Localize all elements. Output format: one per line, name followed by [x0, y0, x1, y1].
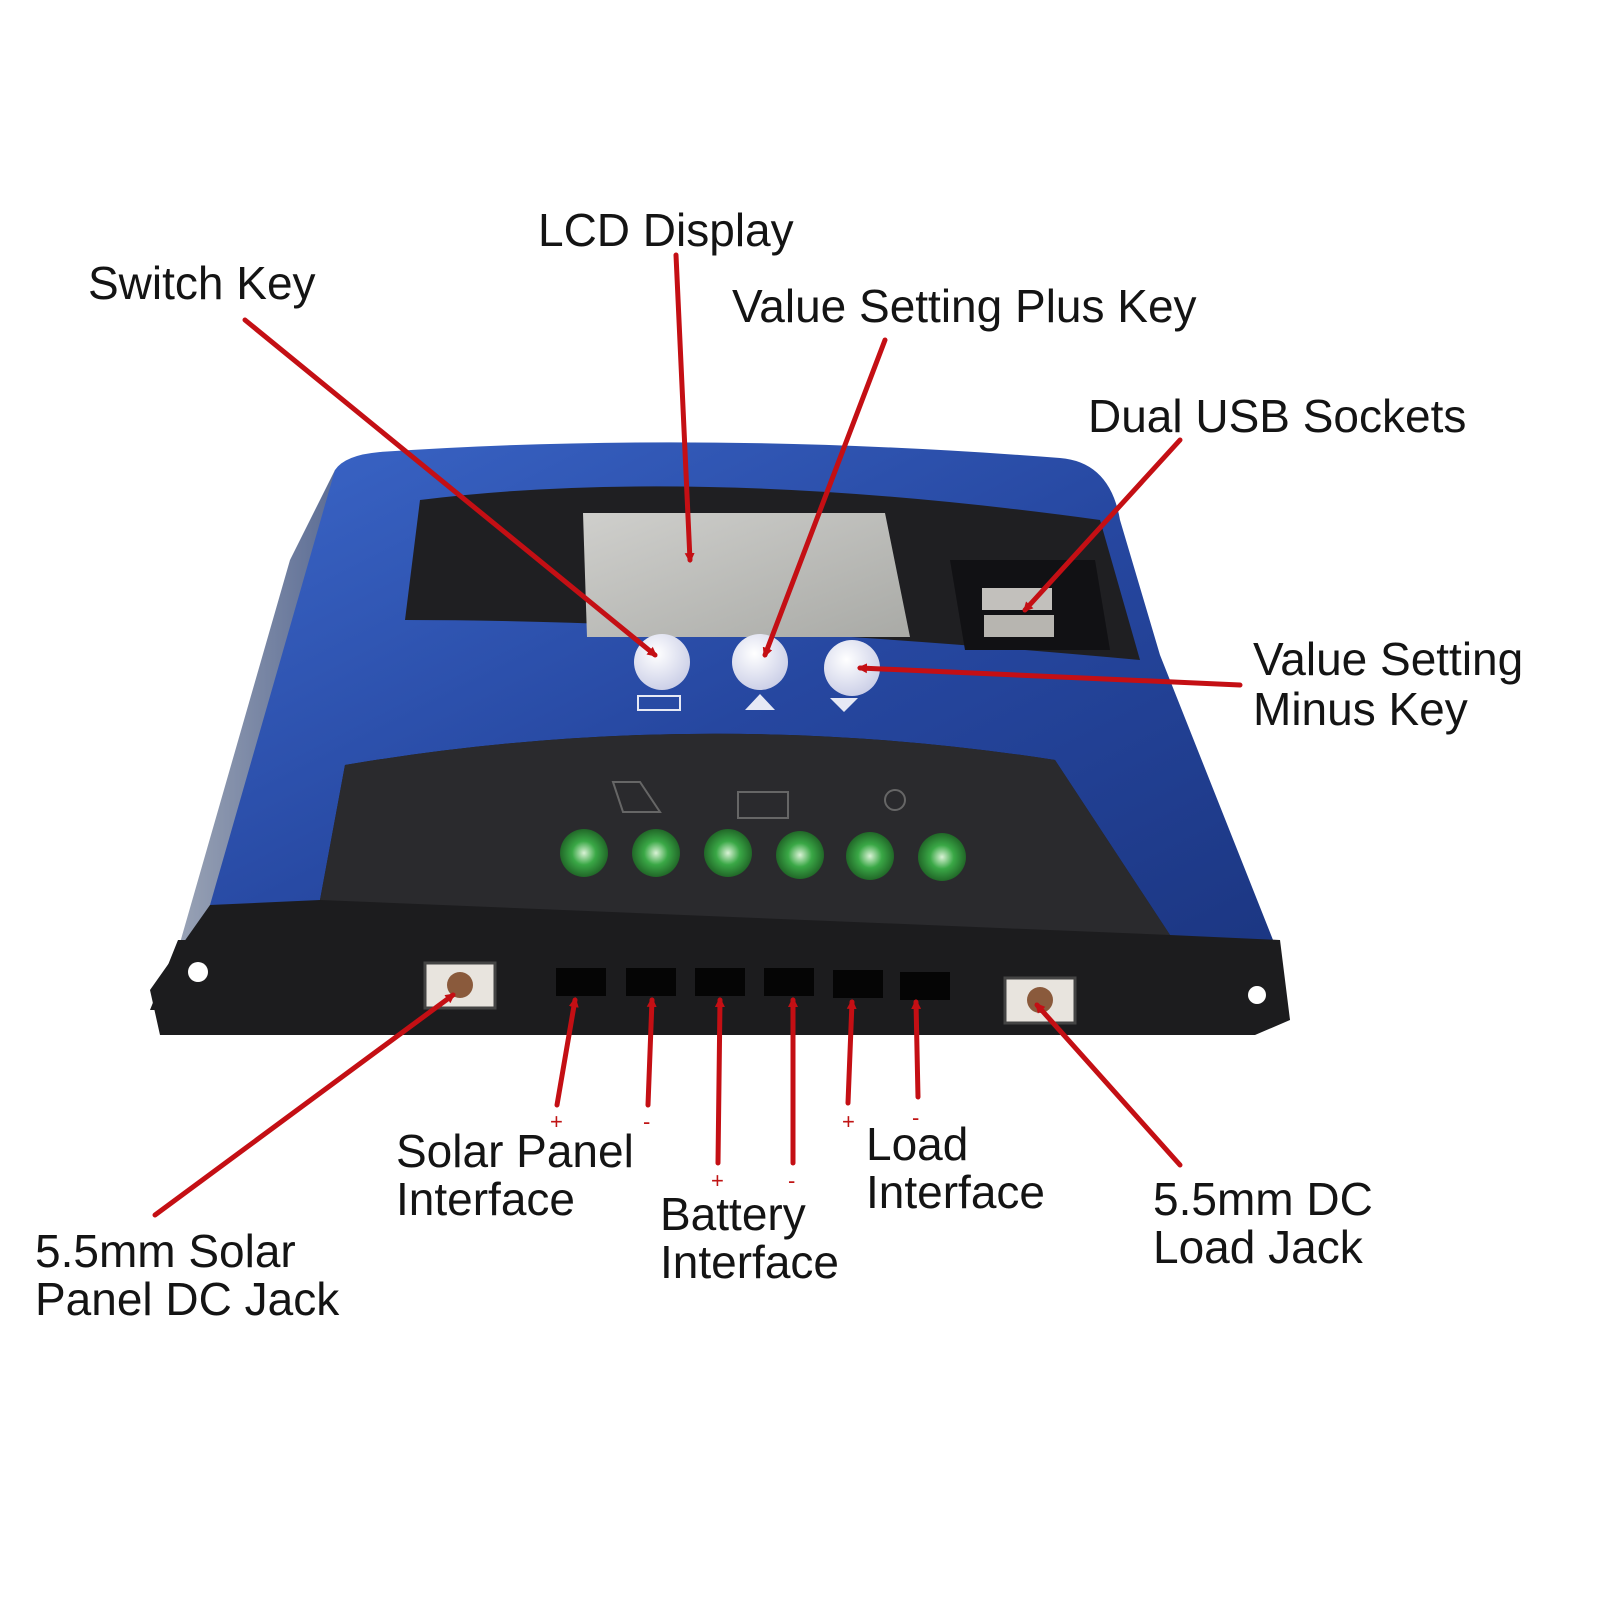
- mounting-hole-right: [1248, 986, 1266, 1004]
- label-battery-interface-line1: Battery: [660, 1188, 806, 1240]
- wire-slot: [695, 968, 745, 996]
- arrow-solar-minus: [645, 997, 657, 1108]
- arrow-usb: [1022, 437, 1183, 613]
- arrow-solar-jack: [152, 992, 456, 1218]
- terminal-top-face: [320, 733, 1170, 935]
- label-solar-interface-line2: Interface: [396, 1173, 575, 1225]
- terminal-screw: [560, 829, 608, 877]
- label-load-interface-line2: Interface: [866, 1166, 1045, 1218]
- usb-port-1: [982, 588, 1052, 610]
- label-solar-jack-line1: 5.5mm Solar: [35, 1225, 296, 1277]
- arrow-plus-key: [762, 337, 888, 658]
- sign-solar-minus: -: [643, 1109, 651, 1134]
- sign-battery-plus: +: [711, 1168, 724, 1193]
- sign-load-plus: +: [842, 1109, 855, 1134]
- terminal-screw: [704, 829, 752, 877]
- label-minus-key-line1: Value Setting: [1253, 633, 1524, 685]
- minus-key: [824, 640, 880, 696]
- label-minus-key-line2: Minus Key: [1253, 683, 1468, 735]
- label-load-jack-line1: 5.5mm DC: [1153, 1173, 1373, 1225]
- arrow-battery-plus: [714, 997, 725, 1166]
- label-lcd-display: LCD Display: [538, 204, 794, 256]
- usb-port-2: [984, 615, 1054, 637]
- wire-slot: [900, 972, 950, 1000]
- sign-battery-minus: -: [788, 1168, 796, 1193]
- label-battery-interface-line2: Interface: [660, 1236, 839, 1288]
- wire-slot: [626, 968, 676, 996]
- mounting-hole-left: [188, 962, 208, 982]
- label-solar-jack-line2: Panel DC Jack: [35, 1273, 340, 1325]
- terminal-screw: [918, 833, 966, 881]
- label-plus-key: Value Setting Plus Key: [732, 280, 1197, 332]
- solar-panel-icon: [611, 781, 662, 813]
- load-dc-jack-hole: [1027, 987, 1053, 1013]
- sign-solar-plus: +: [550, 1109, 563, 1134]
- label-load-interface-line1: Load: [866, 1118, 969, 1170]
- arrow-load-minus: [911, 999, 922, 1100]
- terminal-screw: [776, 831, 824, 879]
- wire-slot: [833, 970, 883, 998]
- label-usb: Dual USB Sockets: [1088, 390, 1467, 442]
- switch-icon: [637, 695, 681, 711]
- terminal-screw: [846, 832, 894, 880]
- terminal-screw: [632, 829, 680, 877]
- arrow-switch-key: [242, 317, 658, 658]
- mounting-ear-left: [150, 940, 220, 1010]
- minus-icon: [830, 698, 858, 712]
- arrow-minus-key: [857, 663, 1243, 688]
- plus-key: [732, 634, 788, 690]
- lcd-screen: [583, 513, 910, 637]
- sign-load-minus: -: [912, 1105, 920, 1130]
- solar-dc-jack-hole: [447, 972, 473, 998]
- plus-icon: [745, 694, 775, 710]
- label-switch-key: Switch Key: [88, 257, 316, 309]
- bulb-icon: [884, 789, 906, 811]
- arrow-load-jack: [1034, 1002, 1183, 1168]
- arrow-lcd-display: [673, 252, 695, 563]
- wire-slot: [556, 968, 606, 996]
- label-load-jack-line2: Load Jack: [1153, 1221, 1363, 1273]
- label-solar-interface-line1: Solar Panel: [396, 1125, 634, 1177]
- arrow-load-plus: [845, 999, 857, 1106]
- battery-icon: [737, 791, 789, 819]
- wire-slot: [764, 968, 814, 996]
- arrow-solar-plus: [554, 997, 579, 1108]
